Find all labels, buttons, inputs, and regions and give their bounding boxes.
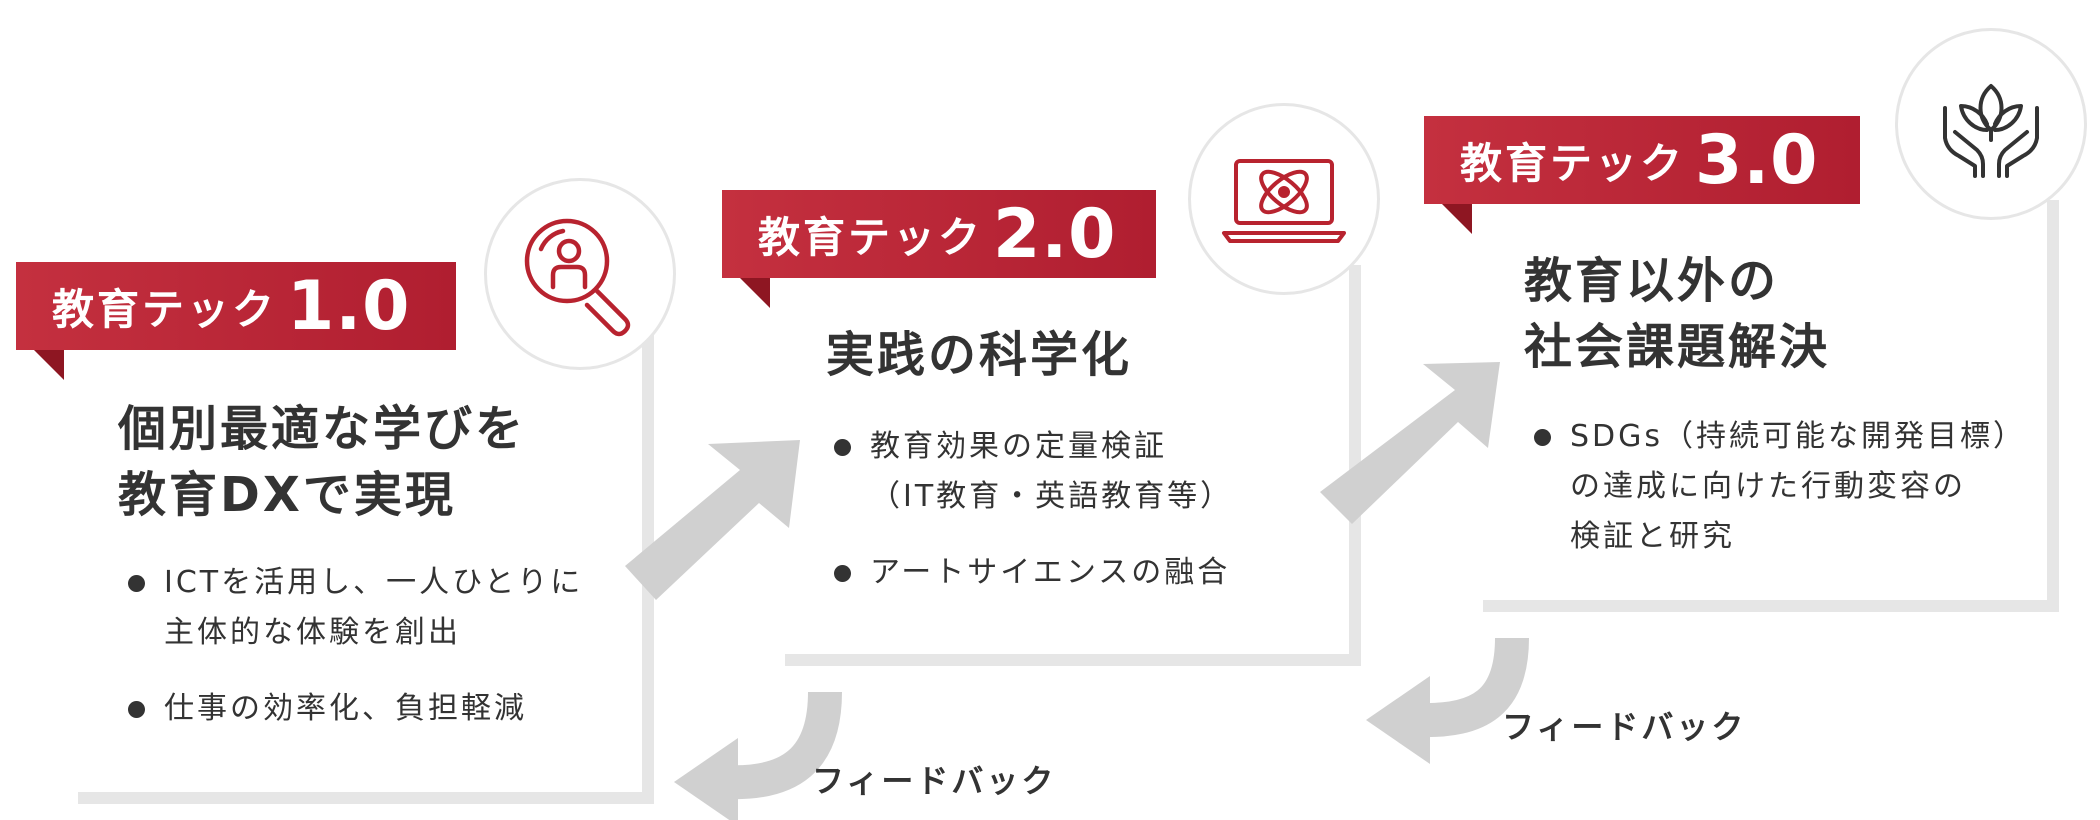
stage-1-tag-version: 1.0 [287, 266, 411, 346]
bullet-dot [834, 439, 851, 456]
laptop-atom-icon [1222, 159, 1346, 243]
bullet-text-line: アートサイエンスの融合 [870, 555, 1231, 590]
feedback-label-2: フィードバック [1502, 708, 1747, 746]
bullet-dot [834, 565, 851, 582]
search-person-icon [524, 218, 631, 337]
stage-1-bullet-item: 仕事の効率化、負担軽減 [124, 684, 583, 734]
feedback-arrow-3-2-head [1366, 676, 1430, 764]
stage-2-bullet-item: 教育効果の定量検証 （IT教育・英語教育等） [830, 422, 1233, 522]
progress-arrow-1-2 [625, 440, 800, 600]
hands-plant-icon [1943, 84, 2039, 178]
stage-3-bullet-list: SDGs（持続可能な開発目標） の達成に向けた行動変容の 検証と研究 [1530, 412, 2026, 588]
stage-1-bullet-item: ICTを活用し、一人ひとりに 主体的な体験を創出 [124, 558, 583, 658]
stage-1-icon-circle [484, 178, 676, 370]
stage-3-tag-label: 教育テック [1460, 138, 1686, 188]
stage-1-bullet-list: ICTを活用し、一人ひとりに 主体的な体験を創出 仕事の効率化、負担軽減 [124, 558, 583, 760]
feedback-arrow-2-1-head [674, 738, 738, 820]
stage-2-bullet-item: アートサイエンスの融合 [830, 548, 1233, 598]
stage-3-tag: 教育テック 3.0 [1424, 116, 1860, 204]
stage-2-bullet-list: 教育効果の定量検証 （IT教育・英語教育等） アートサイエンスの融合 [830, 422, 1233, 624]
stage-1-heading: 個別最適な学びを 教育DXで実現 [118, 396, 526, 528]
bullet-text-line: 仕事の効率化、負担軽減 [164, 691, 527, 726]
feedback-arrow-2-1 [724, 691, 842, 800]
bullet-dot [128, 701, 145, 718]
stage-2-tag-label: 教育テック [758, 212, 984, 262]
stage-2-tag-fold [740, 278, 770, 308]
stage-3-tag-fold [1442, 204, 1472, 234]
bullet-text-line: ICTを活用し、一人ひとりに [164, 565, 584, 600]
stage-2-icon-circle [1188, 103, 1380, 295]
feedback-arrow-3-2 [1417, 637, 1529, 738]
stage-2-heading: 実践の科学化 [826, 322, 1132, 388]
bullet-text-line: 教育効果の定量検証 [870, 429, 1167, 464]
feedback-label-1: フィードバック [812, 762, 1057, 800]
bullet-text-line: 主体的な体験を創出 [164, 615, 461, 650]
stage-1-heading-line: 個別最適な学びを [118, 401, 527, 457]
stage-3-bullet-item: SDGs（持続可能な開発目標） の達成に向けた行動変容の 検証と研究 [1530, 412, 2026, 562]
bullet-text-line: 検証と研究 [1570, 519, 1735, 554]
bullet-dot [1534, 429, 1551, 446]
stage-2-tag: 教育テック 2.0 [722, 190, 1156, 278]
bullet-text-line: の達成に向けた行動変容の [1570, 469, 1966, 504]
stage-1-tag-fold [34, 350, 64, 380]
bullet-text-line: SDGs（持続可能な開発目標） [1570, 419, 2027, 454]
stage-2-frame [785, 265, 1361, 666]
stage-3-heading-line: 社会課題解決 [1524, 319, 1831, 375]
stage-1-heading-line: 教育DXで実現 [118, 467, 456, 523]
stage-3-tag-version: 3.0 [1695, 120, 1819, 200]
stage-2-tag-version: 2.0 [993, 194, 1117, 274]
stage-3-icon-circle [1895, 28, 2087, 220]
stage-1-tag-label: 教育テック [52, 284, 278, 334]
stage-1-tag: 教育テック 1.0 [16, 262, 456, 350]
stage-3-heading-line: 教育以外の [1524, 253, 1780, 309]
stage-3-frame [1483, 200, 2059, 612]
stage-2-heading-line: 実践の科学化 [826, 327, 1133, 383]
bullet-text-line: （IT教育・英語教育等） [870, 479, 1234, 514]
progress-arrow-2-3 [1320, 362, 1500, 524]
bullet-dot [128, 575, 145, 592]
stage-3-heading: 教育以外の 社会課題解決 [1524, 248, 1830, 380]
stage-1-frame [78, 330, 654, 804]
